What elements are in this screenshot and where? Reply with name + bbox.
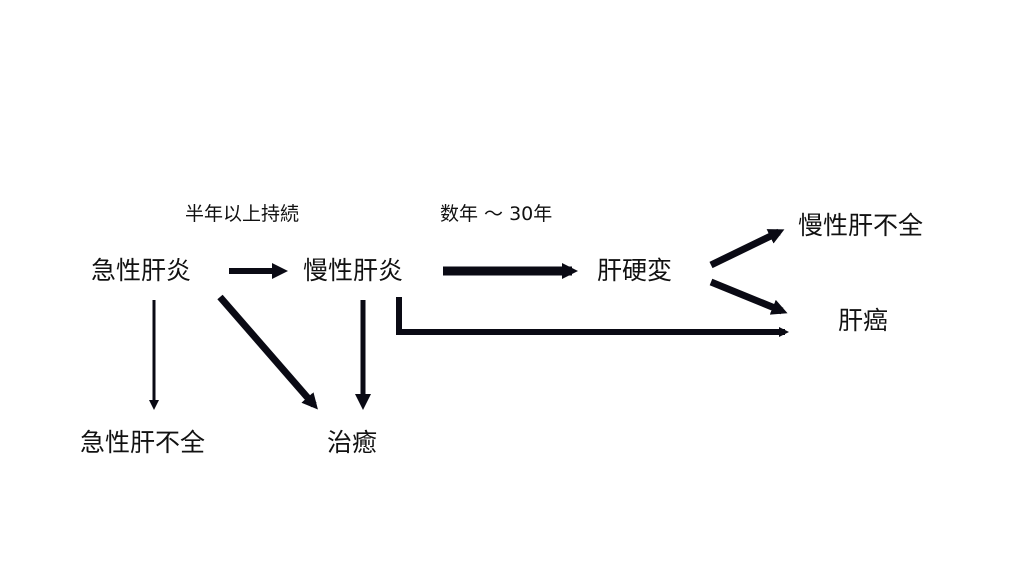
duration-note-years-to-30: 数年 ～ 30年	[440, 203, 553, 225]
arrow-chronic-to-liver-cancer	[396, 297, 789, 337]
node-acute-liver-failure: 急性肝不全	[80, 428, 206, 457]
node-chronic-hepatitis: 慢性肝炎	[303, 256, 404, 285]
node-liver-cancer: 肝癌	[838, 306, 889, 335]
arrow-cirrhosis-to-chronic-failure	[709, 228, 785, 269]
arrow-cirrhosis-to-liver-cancer	[709, 278, 788, 315]
duration-note-over-six-months: 半年以上持続	[185, 203, 300, 225]
arrow-acute-to-cure	[217, 294, 318, 410]
node-chronic-liver-failure: 慢性肝不全	[798, 211, 924, 240]
node-acute-hepatitis: 急性肝炎	[91, 256, 192, 285]
node-cirrhosis: 肝硬変	[597, 256, 673, 285]
node-cure: 治癒	[327, 428, 378, 457]
